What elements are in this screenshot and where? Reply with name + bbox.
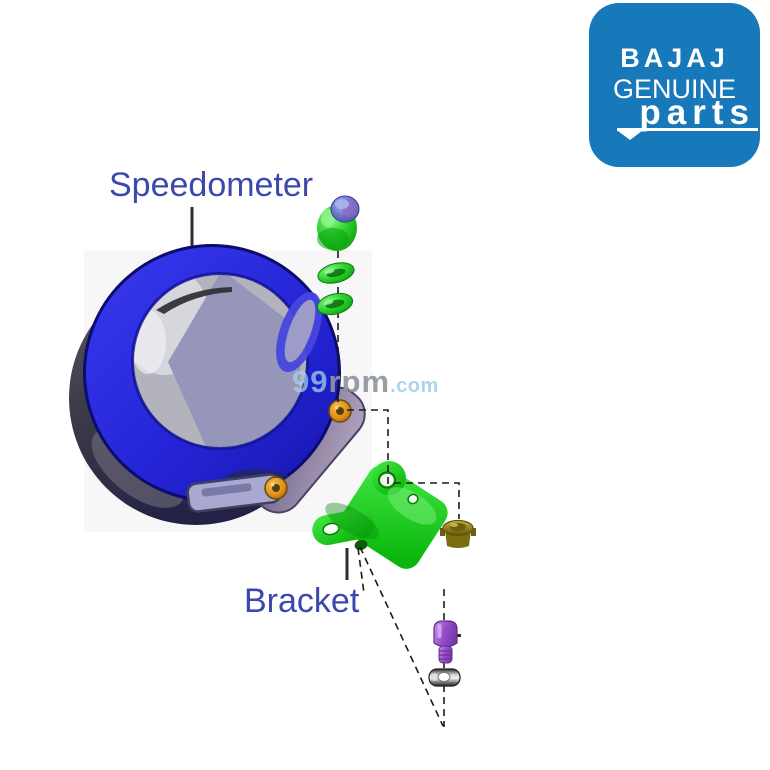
flange-nut	[440, 519, 476, 548]
bajaj-genuine-parts-logo: BAJAJ GENUINE parts	[589, 3, 760, 167]
sensor-drive-part	[317, 195, 360, 251]
speedometer-graphic	[69, 244, 366, 525]
bajaj-logo-underline	[617, 128, 758, 140]
green-washer-2	[316, 292, 354, 316]
bajaj-logo-down-arrow-icon	[618, 131, 642, 140]
face-rim	[131, 272, 309, 450]
speedometer-label: Speedometer	[109, 166, 314, 204]
watermark-name: rpm	[328, 364, 391, 399]
flange-screw-bottom	[264, 476, 288, 500]
label-leader-lines	[190, 207, 349, 580]
bajaj-logo-brand-text: BAJAJ	[620, 43, 729, 73]
watermark-prefix: 99	[292, 364, 329, 399]
flange-screw-top	[328, 399, 352, 423]
mounting-bolt	[433, 620, 461, 664]
bracket-label: Bracket	[244, 582, 360, 620]
watermark-tld: .com	[390, 375, 439, 397]
watermark: 99rpm.com	[292, 366, 439, 397]
bracket-hole-left	[322, 522, 340, 536]
ring-reflection	[276, 292, 322, 372]
bracket-hole-top	[377, 471, 397, 489]
bajaj-logo-parts-text: parts	[639, 93, 755, 132]
spacer-washer	[428, 668, 461, 687]
bajaj-logo-genuine-text: GENUINE	[612, 74, 737, 104]
odometer-window	[186, 473, 282, 513]
speedometer-bracket	[312, 461, 448, 569]
bracket-hole-small	[407, 493, 419, 505]
green-washer-1	[317, 262, 355, 284]
bracket-hole-center	[354, 539, 368, 551]
